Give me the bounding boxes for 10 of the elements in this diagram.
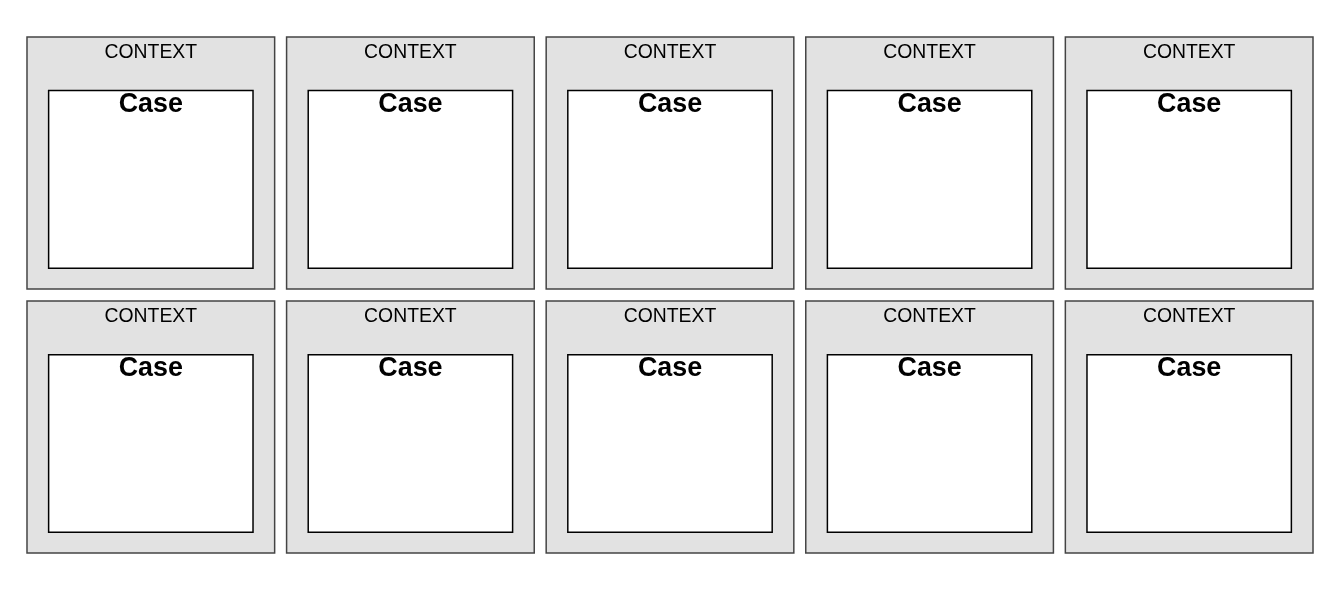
node-box: Case — [567, 89, 773, 269]
node-box: Case — [567, 353, 773, 533]
node-box: Case — [47, 89, 254, 269]
node-box: Case — [47, 353, 254, 533]
node-box: Case — [1086, 353, 1293, 533]
node-box: Case — [307, 353, 514, 533]
node-box: Case — [826, 89, 1033, 269]
node-box: Case — [307, 89, 514, 269]
node-box: Case — [1086, 89, 1293, 269]
node-box: Case — [826, 353, 1033, 533]
